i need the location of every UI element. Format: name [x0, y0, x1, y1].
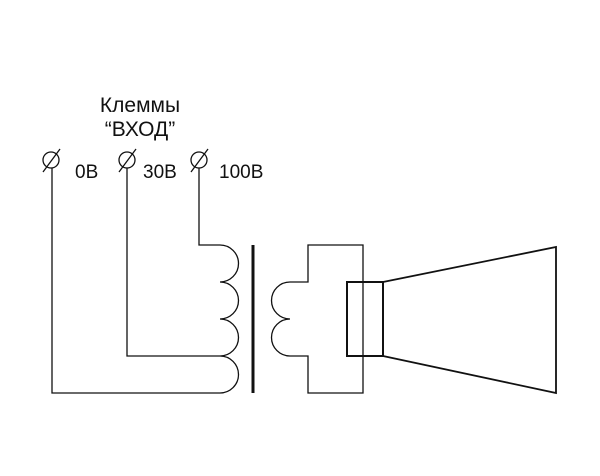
title-line-1: Клеммы [100, 94, 180, 117]
terminal-label-100v: 100В [219, 162, 263, 183]
terminal-0v-icon [42, 148, 61, 173]
title-line-2: “ВХОД” [105, 118, 175, 141]
secondary-wiring [290, 244, 364, 394]
speaker-horn [382, 245, 557, 395]
wire-100v [198, 168, 220, 246]
terminal-label-30v: 30В [143, 162, 177, 183]
wire-0v [51, 168, 220, 394]
terminal-label-0v: 0В [75, 162, 98, 183]
speaker-driver [346, 281, 384, 357]
secondary-coil [270, 281, 291, 357]
primary-coil [219, 244, 240, 394]
wire-30v [126, 168, 220, 357]
